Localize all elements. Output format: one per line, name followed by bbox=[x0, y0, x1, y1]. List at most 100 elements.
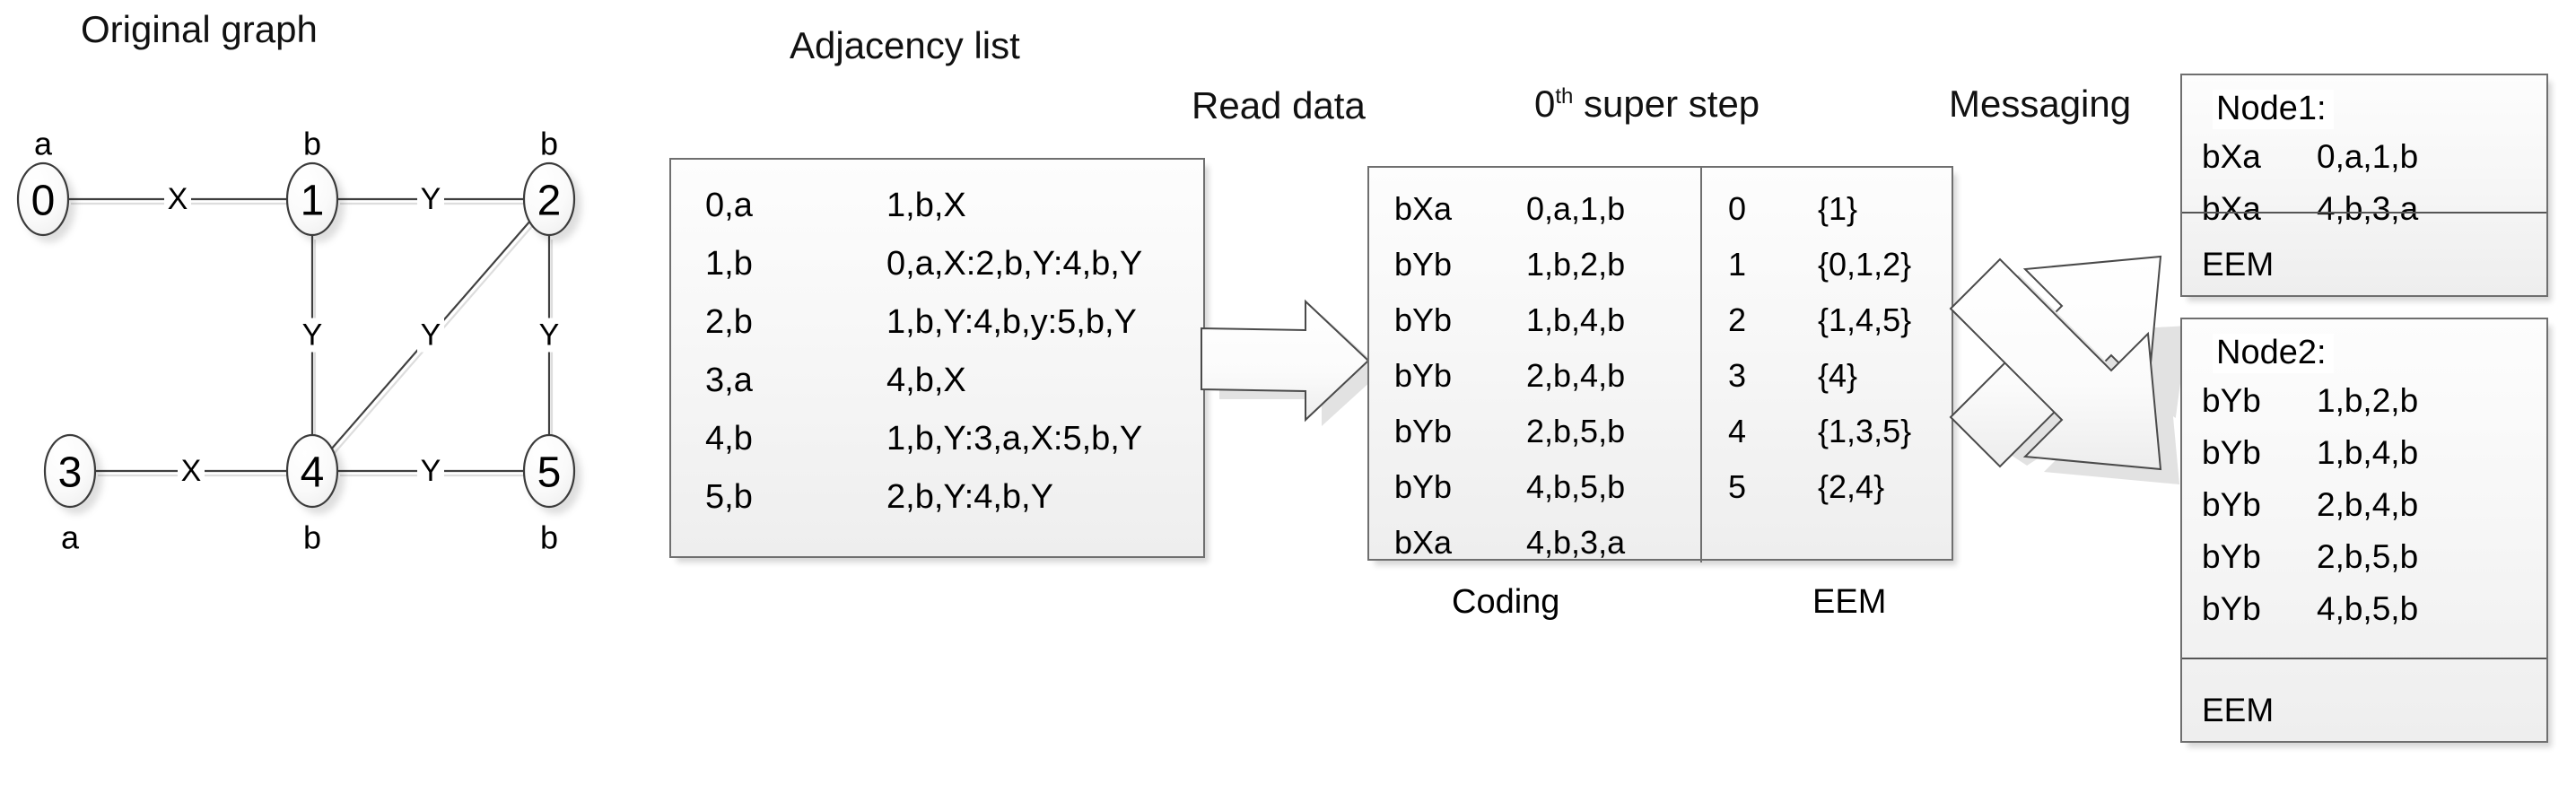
node2-row-edge: 1,b,4,b bbox=[2317, 434, 2419, 471]
graph-node-4[interactable]: 4 bbox=[285, 433, 339, 509]
adjacency-value: 1,b,X bbox=[886, 187, 966, 224]
graph-node-ellipse bbox=[522, 161, 576, 237]
superstep-coding-code: bYb bbox=[1394, 357, 1453, 394]
node1-row-code: bXa bbox=[2202, 138, 2261, 175]
graph-node-ellipse bbox=[522, 433, 576, 509]
superstep-ordinal-suffix: th bbox=[1555, 84, 1574, 109]
node1-row-edge: 4,b,3,a bbox=[2317, 190, 2419, 227]
superstep-eem-set: {2,4} bbox=[1818, 468, 1885, 505]
superstep-column-divider bbox=[1700, 168, 1702, 562]
graph-node-5[interactable]: 5 bbox=[522, 433, 576, 509]
node2-separator bbox=[2182, 658, 2546, 659]
graph-node-2[interactable]: 2 bbox=[522, 161, 576, 237]
graph-node-ellipse bbox=[285, 433, 339, 509]
coding-caption: Coding bbox=[1452, 583, 1560, 621]
superstep-coding-edge: 2,b,4,b bbox=[1526, 357, 1626, 394]
superstep-title-text: super step bbox=[1573, 83, 1760, 125]
adjacency-key: 3,a bbox=[705, 362, 753, 399]
graph-edge-label: X bbox=[168, 182, 188, 216]
node2-row-code: bYb bbox=[2202, 434, 2261, 471]
graph-node-tag: b bbox=[540, 519, 558, 556]
adjacency-value: 4,b,X bbox=[886, 362, 966, 399]
graph-node-ellipse bbox=[16, 161, 70, 237]
adjacency-list-title: Adjacency list bbox=[790, 24, 1020, 66]
superstep-eem-set: {1,3,5} bbox=[1818, 413, 1912, 449]
superstep-eem-set: {1,4,5} bbox=[1818, 301, 1912, 338]
graph-node-tag: b bbox=[303, 519, 321, 556]
graph-edge-label: Y bbox=[421, 182, 441, 216]
node2-row-code: bYb bbox=[2202, 486, 2261, 523]
adjacency-key: 0,a bbox=[705, 187, 753, 224]
messaging-title: Messaging bbox=[1949, 83, 2132, 125]
graph-edge-label-halo bbox=[417, 182, 444, 216]
node1-row-edge: 0,a,1,b bbox=[2317, 138, 2419, 175]
graph-node-label: 5 bbox=[537, 449, 562, 497]
graph-edge-label-halo bbox=[178, 454, 205, 488]
adjacency-key: 4,b bbox=[705, 420, 753, 458]
node2-row-edge: 1,b,2,b bbox=[2317, 382, 2419, 419]
node1-eem-label: EEM bbox=[2202, 246, 2275, 283]
graph-node-label: 3 bbox=[58, 449, 83, 497]
superstep-eem-id: 0 bbox=[1728, 190, 1747, 227]
graph-edge-label: Y bbox=[421, 318, 441, 353]
node2-row-edge: 2,b,4,b bbox=[2317, 486, 2419, 523]
graph-node-tag: a bbox=[34, 126, 53, 162]
original-graph-title: Original graph bbox=[81, 8, 318, 50]
node2-panel: Node2: bYb 1,b,2,b bYb 1,b,4,b bYb 2,b,4,b bYb… bbox=[2180, 318, 2548, 743]
graph-node-label: 2 bbox=[537, 178, 562, 225]
graph-edge-label: Y bbox=[421, 454, 441, 488]
graph-edge-label: Y bbox=[539, 318, 560, 353]
node2-row-edge: 4,b,5,b bbox=[2317, 590, 2419, 627]
graph-node-tag: b bbox=[303, 126, 321, 162]
superstep-coding-code: bYb bbox=[1394, 413, 1453, 449]
superstep-coding-code: bXa bbox=[1394, 524, 1453, 561]
superstep-coding-code: bYb bbox=[1394, 301, 1453, 338]
adjacency-key: 5,b bbox=[705, 478, 753, 516]
graph-edge-label-halo bbox=[164, 182, 191, 216]
node2-row-code: bYb bbox=[2202, 382, 2261, 419]
node1-separator bbox=[2182, 212, 2546, 214]
graph-node-1[interactable]: 1 bbox=[285, 161, 339, 237]
node1-title: Node1: bbox=[2213, 90, 2334, 129]
superstep-number: 0 bbox=[1534, 83, 1556, 125]
superstep-eem-set: {0,1,2} bbox=[1818, 246, 1912, 283]
node2-title: Node2: bbox=[2213, 334, 2334, 373]
superstep-eem-set: {4} bbox=[1818, 357, 1858, 394]
graph-edge-label: X bbox=[181, 454, 202, 488]
node1-panel: Node1: bXa 0,a,1,b bXa 4,b,3,a EEM bbox=[2180, 74, 2548, 297]
graph-node-tag: b bbox=[540, 126, 558, 162]
graph-edge-label-halo bbox=[417, 318, 444, 353]
superstep-eem-set: {1} bbox=[1818, 190, 1858, 227]
graph-node-0[interactable]: 0 bbox=[16, 161, 70, 237]
superstep-coding-edge: 2,b,5,b bbox=[1526, 413, 1626, 449]
adjacency-value: 2,b,Y:4,b,Y bbox=[886, 478, 1053, 516]
superstep-eem-id: 3 bbox=[1728, 357, 1747, 394]
read-data-title: Read data bbox=[1192, 84, 1366, 126]
superstep-coding-code: bYb bbox=[1394, 246, 1453, 283]
superstep-coding-code: bYb bbox=[1394, 468, 1453, 505]
graph-nodes: 0 1 2 3 4 5 bbox=[16, 161, 576, 509]
superstep-coding-edge: 0,a,1,b bbox=[1526, 190, 1626, 227]
graph-edge-label-halo bbox=[299, 318, 326, 353]
graph-node-label: 0 bbox=[31, 178, 56, 225]
adjacency-value: 1,b,Y:4,b,y:5,b,Y bbox=[886, 303, 1137, 341]
superstep-eem-id: 2 bbox=[1728, 301, 1747, 338]
node2-row-edge: 2,b,5,b bbox=[2317, 538, 2419, 575]
graph-node-tag: a bbox=[61, 519, 80, 556]
superstep-coding-code: bXa bbox=[1394, 190, 1453, 227]
superstep-coding-edge: 1,b,4,b bbox=[1526, 301, 1626, 338]
graph-edge-label-halo bbox=[417, 454, 444, 488]
adjacency-value: 1,b,Y:3,a,X:5,b,Y bbox=[886, 420, 1143, 458]
graph-node-3[interactable]: 3 bbox=[43, 433, 97, 509]
superstep-coding-edge: 4,b,5,b bbox=[1526, 468, 1626, 505]
node2-row-code: bYb bbox=[2202, 538, 2261, 575]
adjacency-key: 2,b bbox=[705, 303, 753, 341]
superstep-eem-id: 4 bbox=[1728, 413, 1747, 449]
node1-row-code: bXa bbox=[2202, 190, 2261, 227]
graph-node-label: 4 bbox=[301, 449, 325, 497]
superstep-eem-id: 1 bbox=[1728, 246, 1747, 283]
graph-vertex-tags: a b b a b b bbox=[34, 126, 558, 556]
